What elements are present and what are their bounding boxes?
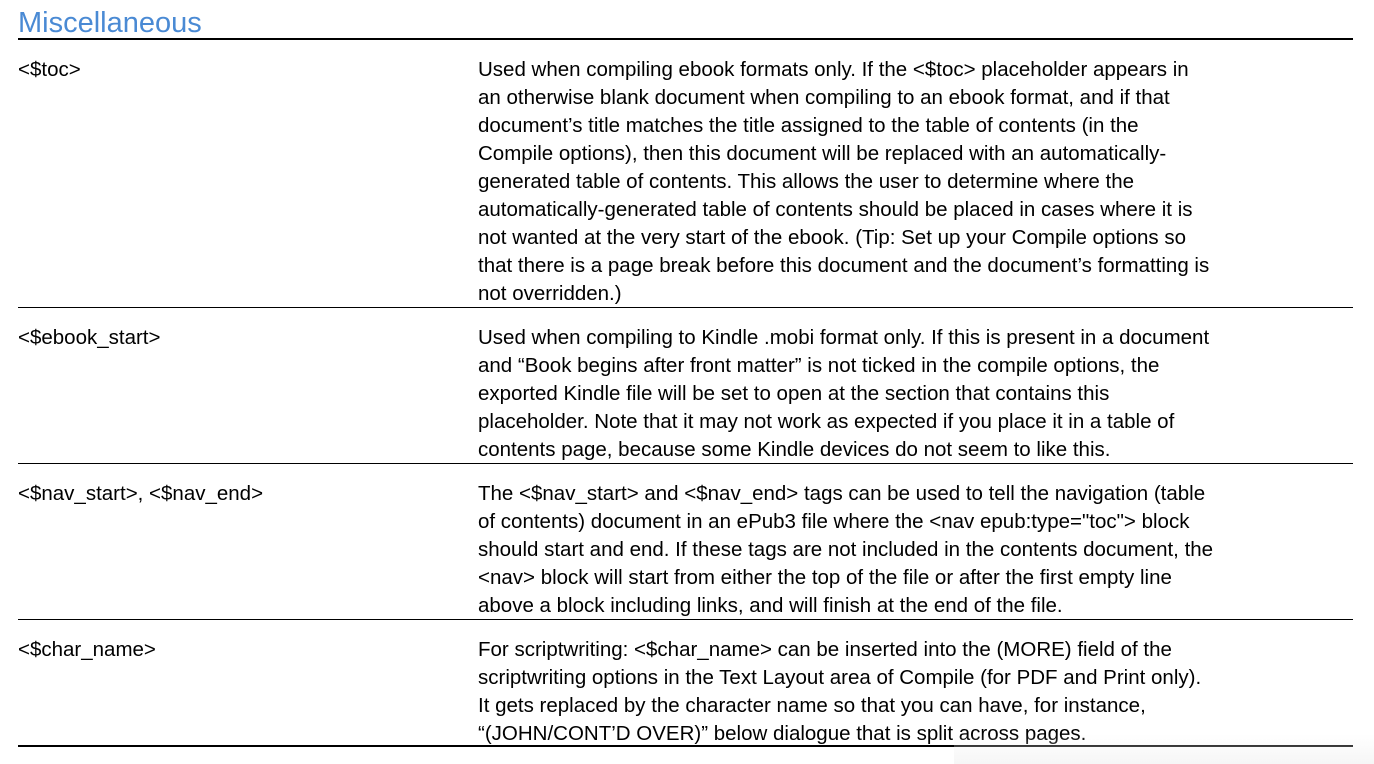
table-row: <$nav_start>, <$nav_end> The <$nav_start… <box>18 464 1353 620</box>
description-line: above a block including links, and will … <box>478 594 1063 617</box>
description-line: Compile options), then this document wil… <box>478 142 1167 165</box>
placeholder-description: For scriptwriting: <$char_name> can be i… <box>478 636 1353 745</box>
description-line: “(JOHN/CONT’D OVER)” below dialogue that… <box>478 722 1087 745</box>
placeholder-term: <$ebook_start> <box>18 326 161 349</box>
description-line: exported Kindle file will be set to open… <box>478 382 1110 405</box>
description-line: The <$nav_start> and <$nav_end> tags can… <box>478 482 1206 505</box>
placeholder-term: <$char_name> <box>18 638 156 661</box>
description-line: generated table of contents. This allows… <box>478 170 1135 193</box>
description-line: and “Book begins after front matter” is … <box>478 354 1160 377</box>
placeholder-description: The <$nav_start> and <$nav_end> tags can… <box>478 480 1353 619</box>
description-line: <nav> block will start from either the t… <box>478 566 1172 589</box>
placeholder-term: <$toc> <box>18 58 81 81</box>
description-line: Used when compiling ebook formats only. … <box>478 58 1189 81</box>
description-line: scriptwriting options in the Text Layout… <box>478 666 1202 689</box>
placeholder-table: <$toc> Used when compiling ebook formats… <box>18 38 1353 747</box>
description-line: that there is a page break before this d… <box>478 254 1210 277</box>
description-line: For scriptwriting: <$char_name> can be i… <box>478 638 1172 661</box>
description-line: not wanted at the very start of the eboo… <box>478 226 1187 249</box>
section-title: Miscellaneous <box>18 7 202 39</box>
description-line: of contents) document in an ePub3 file w… <box>478 510 1190 533</box>
description-line: should start and end. If these tags are … <box>478 538 1214 561</box>
description-line: placeholder. Note that it may not work a… <box>478 410 1175 433</box>
description-line: not overridden.) <box>478 282 622 305</box>
table-row: <$toc> Used when compiling ebook formats… <box>18 40 1353 308</box>
placeholder-term: <$nav_start>, <$nav_end> <box>18 482 264 505</box>
table-row: <$char_name> For scriptwriting: <$char_n… <box>18 620 1353 747</box>
description-line: document’s title matches the title assig… <box>478 114 1139 137</box>
description-line: automatically-generated table of content… <box>478 198 1193 221</box>
miscellaneous-section: Miscellaneous <$toc> Used when compiling… <box>18 0 1353 747</box>
description-line: It gets replaced by the character name s… <box>478 694 1146 717</box>
placeholder-description: Used when compiling ebook formats only. … <box>478 56 1353 307</box>
description-line: an otherwise blank document when compili… <box>478 86 1170 109</box>
description-line: contents page, because some Kindle devic… <box>478 438 1111 461</box>
placeholder-description: Used when compiling to Kindle .mobi form… <box>478 324 1353 463</box>
page-edge-shadow <box>954 734 1374 764</box>
description-line: Used when compiling to Kindle .mobi form… <box>478 326 1210 349</box>
table-row: <$ebook_start> Used when compiling to Ki… <box>18 308 1353 464</box>
